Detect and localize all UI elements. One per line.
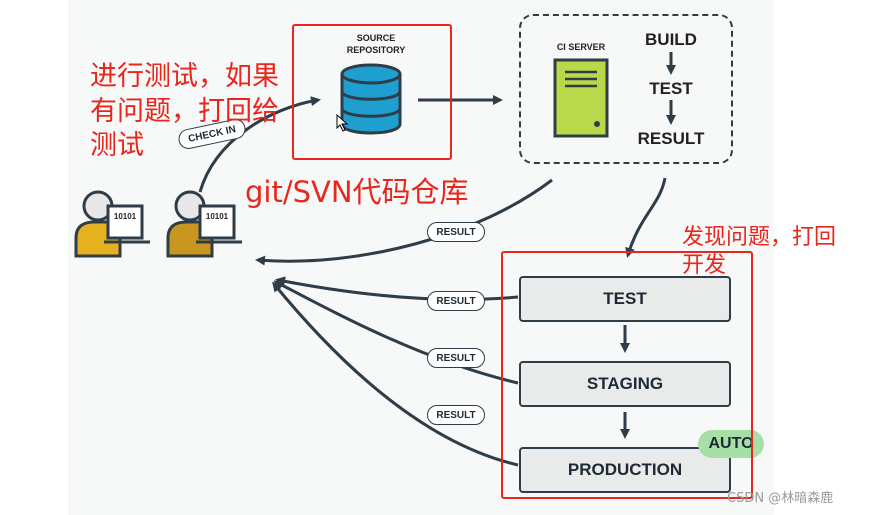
dev-issue-note-line2: 开发 <box>682 253 727 279</box>
ci-step-build: BUILD <box>645 30 697 49</box>
stage-staging: STAGING <box>519 361 731 407</box>
production-result-pill: RESULT <box>427 405 485 425</box>
dev-issue-note-line1: 发现问题，打回 <box>682 225 837 250</box>
auto-badge: AUTO <box>698 430 764 458</box>
developer-2-code: 10101 <box>205 212 229 221</box>
staging-result-pill: RESULT <box>427 348 485 368</box>
check-in-arrow <box>198 96 321 193</box>
server-icon <box>553 58 609 138</box>
pipeline-highlight-box <box>501 251 753 499</box>
ci-result-arrow <box>255 178 553 266</box>
developer-1-icon <box>74 190 150 258</box>
developer-2-icon <box>166 190 242 258</box>
test-result-pill: RESULT <box>427 291 485 311</box>
source-repo-line1: SOURCE <box>356 33 396 43</box>
ci-step-test: TEST <box>649 79 693 98</box>
repo-highlight-box <box>292 24 452 160</box>
auto-label: AUTO <box>708 435 754 452</box>
ci-step-result: RESULT <box>637 129 705 148</box>
dev-issue-note: 发现问题，打回 开发 <box>682 224 836 280</box>
ci-server-label: CI SERVER <box>556 42 606 52</box>
production-result-arrow <box>272 281 519 467</box>
database-icon <box>340 63 402 135</box>
watermark: CSDN @林暗森鹿 <box>727 491 834 506</box>
developer-1-code: 10101 <box>113 212 137 221</box>
source-repo-label: SOURCE REPOSITORY <box>316 32 436 56</box>
test-issue-note-line3: 测试 <box>90 130 144 162</box>
stage-test: TEST <box>519 276 731 322</box>
ci-server-box <box>519 14 733 164</box>
source-repo-line2: REPOSITORY <box>346 45 406 55</box>
stage-production: PRODUCTION <box>519 447 731 493</box>
test-issue-note-line2: 有问题，打回给 <box>90 95 279 127</box>
mouse-cursor-icon <box>336 114 349 132</box>
staging-result-arrow <box>273 280 519 385</box>
test-issue-note: 进行测试，如果 有问题，打回给 测试 <box>90 60 279 164</box>
repo-note: git/SVN代码仓库 <box>245 175 469 209</box>
test-issue-note-line1: 进行测试，如果 <box>90 61 279 92</box>
ci-result-pill: RESULT <box>427 222 485 242</box>
ci-to-test-arrow <box>625 177 667 258</box>
